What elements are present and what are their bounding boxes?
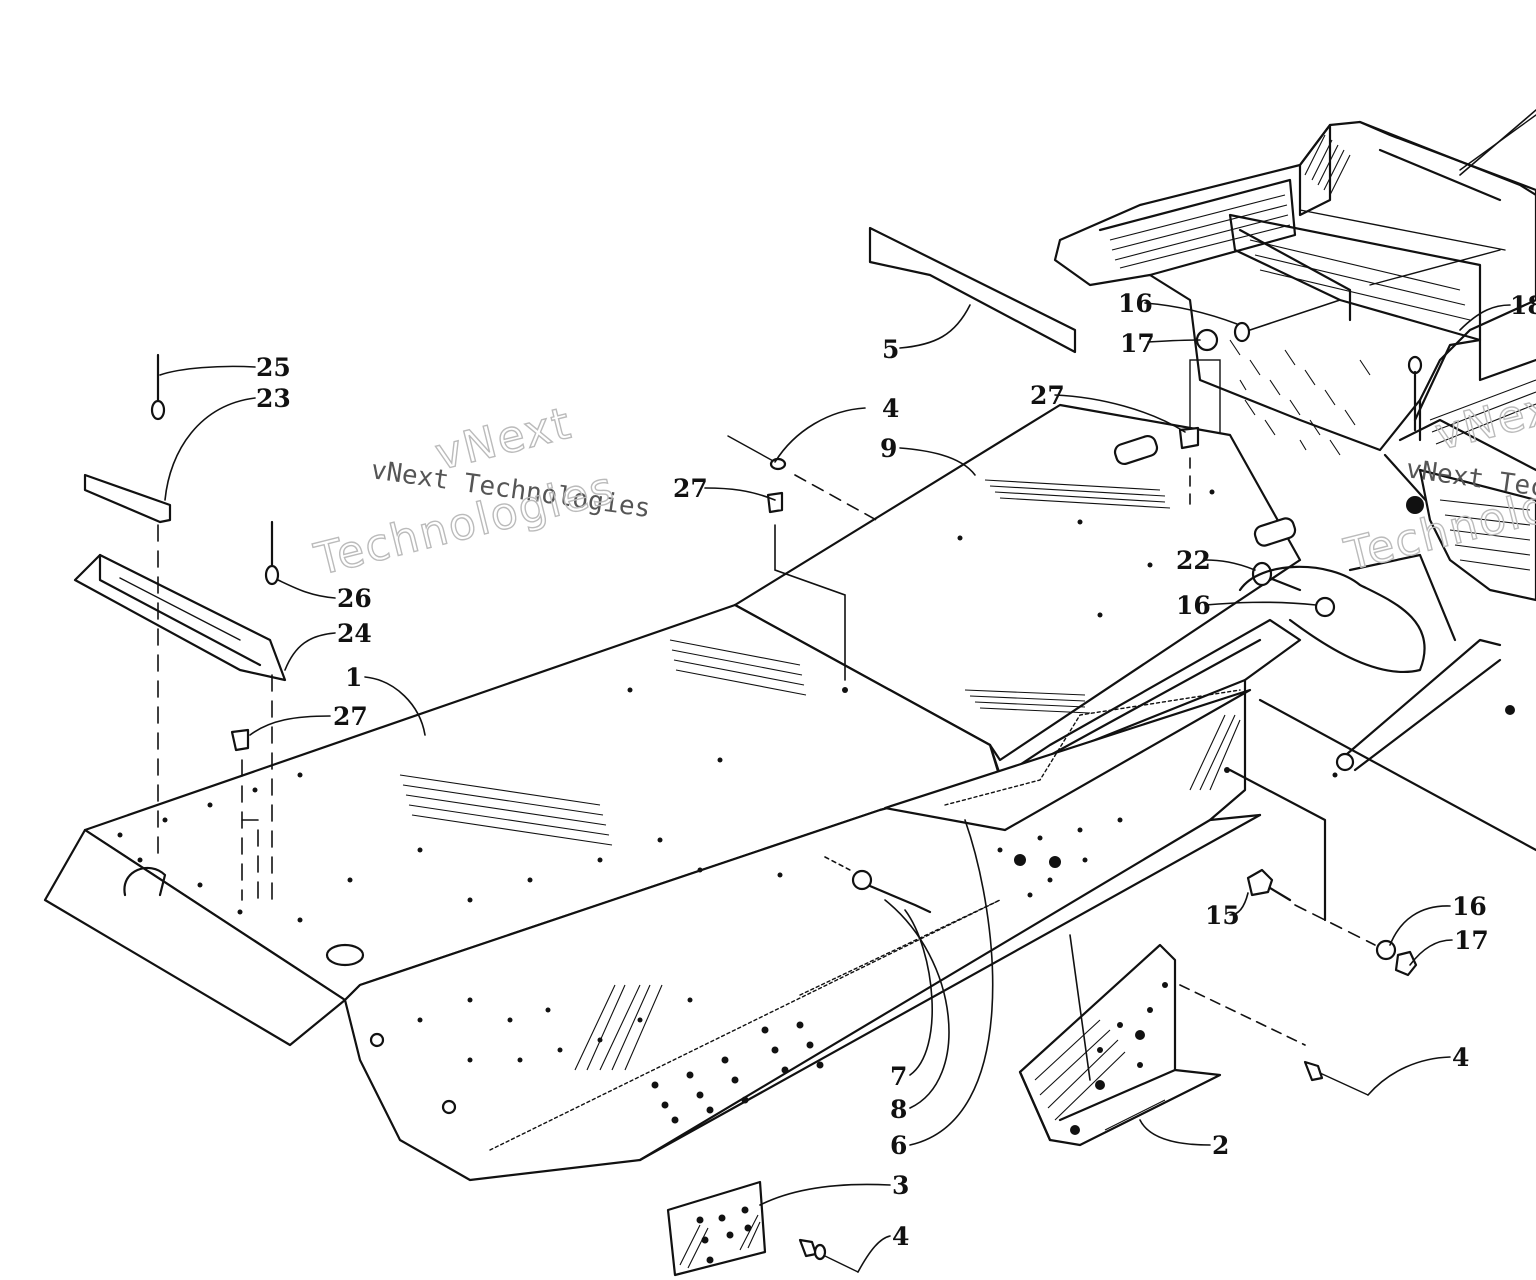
callout-1: 1 bbox=[345, 663, 362, 692]
part-26-pin bbox=[264, 520, 280, 906]
callout-22: 22 bbox=[1176, 546, 1211, 575]
part-27-plug-right bbox=[1178, 426, 1200, 506]
callout-4-top: 4 bbox=[882, 394, 899, 423]
callout-6: 6 bbox=[890, 1131, 907, 1160]
part-27-plug-left bbox=[230, 728, 259, 906]
callout-16-mid: 16 bbox=[1176, 591, 1211, 620]
callout-2: 2 bbox=[1212, 1131, 1229, 1160]
tunnel-hole-pattern bbox=[117, 489, 1515, 1151]
callout-4-right: 4 bbox=[1452, 1043, 1469, 1072]
part-1-main-tunnel bbox=[43, 603, 1302, 1182]
part-4-rivet-top bbox=[727, 435, 881, 523]
part-2-bracket bbox=[1018, 934, 1306, 1147]
callout-leaders bbox=[159, 109, 1536, 1273]
callout-9: 9 bbox=[880, 434, 897, 463]
callout-15: 15 bbox=[1205, 901, 1240, 930]
callout-27-left: 27 bbox=[333, 702, 368, 731]
part-16-17-nut-bottom bbox=[1375, 939, 1418, 977]
callout-16-top: 16 bbox=[1118, 289, 1153, 318]
callout-7: 7 bbox=[890, 1062, 907, 1091]
watermark-left: vNext vNext Technologies Technologies bbox=[309, 397, 653, 587]
callout-16-bottom: 16 bbox=[1452, 892, 1487, 921]
part-25-pin bbox=[150, 353, 166, 861]
part-27-plug-middle bbox=[766, 491, 846, 681]
callout-27-middle: 27 bbox=[673, 474, 708, 503]
part-24-bracket bbox=[73, 553, 287, 682]
part-15-bolt bbox=[1246, 868, 1376, 946]
right-shaft bbox=[1228, 355, 1536, 922]
callout-23: 23 bbox=[256, 384, 291, 413]
callout-26: 26 bbox=[337, 584, 372, 613]
callout-labels: 25 23 26 24 1 27 27 27 4 9 5 16 17 18 22… bbox=[256, 289, 1536, 1251]
part-16-washer-mid bbox=[1314, 596, 1336, 618]
callout-8: 8 bbox=[890, 1095, 907, 1124]
part-3-plate bbox=[666, 1180, 767, 1277]
part-4-rivet-right bbox=[1303, 1060, 1369, 1096]
part-7-8-cable bbox=[824, 856, 932, 914]
callout-17-top: 17 bbox=[1120, 329, 1155, 358]
callout-17-bottom: 17 bbox=[1454, 926, 1489, 955]
callout-25: 25 bbox=[256, 353, 291, 382]
callout-24: 24 bbox=[337, 619, 372, 648]
rear-panel-grommets bbox=[1113, 434, 1297, 547]
callout-3: 3 bbox=[892, 1171, 909, 1200]
callout-5: 5 bbox=[882, 335, 899, 364]
callout-18: 18 bbox=[1510, 291, 1536, 320]
part-5-strip bbox=[868, 226, 1077, 354]
callout-4-bottom: 4 bbox=[892, 1222, 909, 1251]
callout-27-right: 27 bbox=[1030, 381, 1065, 410]
part-4-rivet-bottom bbox=[798, 1238, 859, 1273]
watermark-vnext-right: vNext bbox=[1430, 378, 1536, 461]
part-23-bracket bbox=[83, 473, 172, 524]
